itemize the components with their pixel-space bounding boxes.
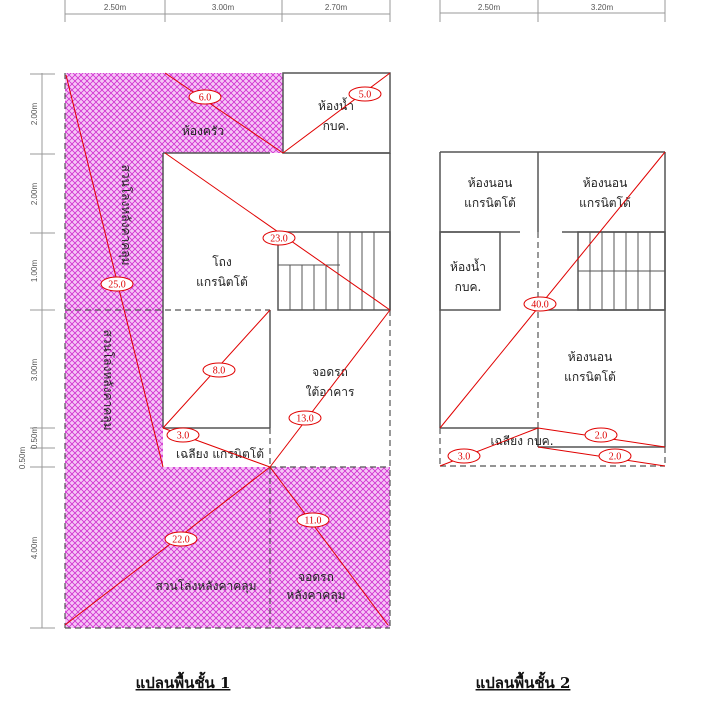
measurement-badge — [447, 448, 481, 464]
measurement-label: 5.0 — [359, 90, 372, 101]
floor2-dashed-lines — [439, 232, 666, 467]
floor2-title: แปลนพื้นชั้น 2 — [476, 671, 571, 692]
dim-label: 3.20m — [591, 3, 614, 12]
measurement-badge — [202, 362, 236, 378]
measurement-line — [65, 74, 164, 468]
dim-label: 1.00m — [30, 260, 39, 283]
room-label-porch: เฉลียง แกรนิตโต้ — [176, 447, 264, 461]
side-dimension — [30, 73, 55, 629]
measurement-label: 3.0 — [458, 452, 471, 463]
room-label-side-garden: สวนโล่งหลังคาคลุม — [118, 164, 133, 265]
measurement-badge — [584, 427, 618, 443]
room-label-bedroom: ห้องนอน — [568, 350, 613, 364]
room-label-bath: ห้องน้ำ — [450, 258, 486, 274]
room-label-bedroom: ห้องนอน — [583, 176, 628, 190]
measurement-label: 2.0 — [609, 452, 622, 463]
room-label-back-parking: จอดรถ — [298, 570, 334, 584]
measurement-badge — [164, 531, 198, 547]
room-label-porch: เฉลียง กบค. — [490, 434, 553, 448]
stairs — [278, 232, 375, 310]
floor1-title: แปลนพื้นชั้น 1 — [136, 671, 231, 692]
room-label-bedroom: ห้องนอน — [468, 176, 513, 190]
measurement-badge — [262, 230, 296, 246]
measurement-line — [269, 309, 391, 468]
dim-label: 2.00m — [30, 103, 39, 126]
measurement-label: 11.0 — [304, 516, 321, 527]
dim-label: 3.00m — [30, 359, 39, 382]
measurement-badge — [348, 86, 382, 102]
floor1-walls — [162, 72, 391, 429]
measurement-line — [439, 151, 666, 429]
measurement-badge — [188, 89, 222, 105]
room-label-parking: ใต้อาคาร — [306, 385, 355, 399]
room-label-hall: แกรนิตโต้ — [196, 275, 248, 289]
measurement-label: 8.0 — [213, 366, 226, 377]
measurement-lines: 25.0 6.0 5.0 23.0 8.0 3.0 13.0 22.0 11.0 40.0 3.0 2… — [64, 72, 666, 626]
measurement-badge — [523, 296, 557, 312]
top-dimension-floor1 — [64, 0, 391, 22]
measurement-badge — [296, 512, 330, 528]
measurement-label: 25.0 — [108, 280, 126, 291]
room-label-bath: ห้องน้ำ — [318, 97, 354, 113]
measurement-line — [64, 466, 271, 626]
dim-label: 0.50m — [18, 447, 27, 470]
measurement-badge — [100, 276, 134, 292]
room-label-side-garden: สวนโล่งหลังคาคลุม — [100, 329, 115, 430]
room-label-bath: กบค. — [455, 280, 482, 294]
dim-label: 2.50m — [104, 3, 127, 12]
stairs — [578, 232, 665, 310]
room-label-bedroom: แกรนิตโต้ — [564, 370, 616, 384]
room-label-kitchen: ห้องครัว — [182, 124, 224, 138]
measurement-label: 2.0 — [595, 431, 608, 442]
floor1-dashed-lines — [64, 73, 391, 629]
measurement-badge — [166, 427, 200, 443]
measurement-label: 13.0 — [296, 414, 314, 425]
measurement-line — [269, 466, 389, 626]
measurement-label: 40.0 — [531, 300, 549, 311]
measurement-label: 3.0 — [177, 431, 190, 442]
measurement-label: 6.0 — [199, 93, 212, 104]
dim-label: 2.50m — [478, 3, 501, 12]
room-label-bedroom: แกรนิตโต้ — [464, 196, 516, 210]
dim-label: 4.00m — [30, 537, 39, 560]
measurement-label: 23.0 — [270, 234, 288, 245]
dim-label: 3.00m — [212, 3, 235, 12]
room-label-hall: โถง — [212, 255, 232, 269]
top-dimension-floor2 — [439, 0, 666, 22]
room-label-bedroom: แกรนิตโต้ — [579, 196, 631, 210]
measurement-badge — [598, 448, 632, 464]
measurement-label: 22.0 — [172, 535, 190, 546]
room-label-bath: กบค. — [323, 119, 350, 133]
room-label-back-garden: สวนโล่งหลังคาคลุม — [155, 579, 256, 594]
measurement-line — [282, 72, 391, 154]
room-label-parking: จอดรถ — [312, 365, 348, 379]
dim-label: 2.00m — [30, 183, 39, 206]
dim-label: 2.70m — [325, 3, 348, 12]
dim-label: 0.50m — [30, 427, 39, 450]
measurement-line — [164, 72, 284, 154]
measurement-badge — [288, 410, 322, 426]
room-label-back-parking: หลังคาคลุม — [286, 588, 345, 603]
